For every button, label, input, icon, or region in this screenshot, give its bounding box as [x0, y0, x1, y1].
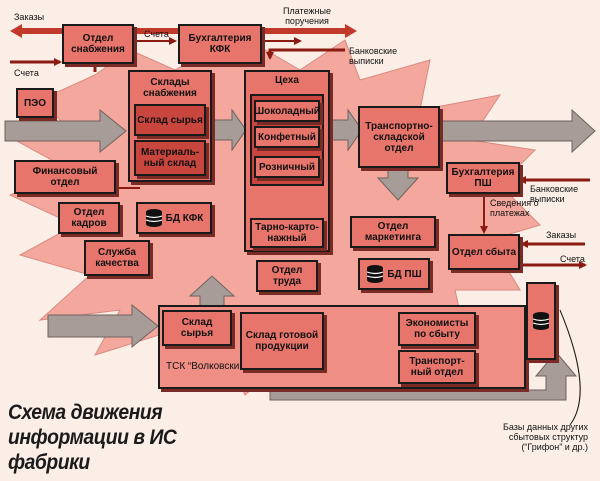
otdel-truda-label: Отдел труда [271, 265, 303, 287]
otdel-kadrov-label: Отдел кадров [71, 207, 107, 229]
materialny-sklad-box[interactable]: Материаль-ный склад [134, 140, 206, 176]
label-scheta-right: Счета [560, 254, 585, 264]
database-icon [532, 312, 550, 330]
tsk-volkovsky-label: ТСК “Волковский” [166, 361, 249, 372]
transportny-otdel-label: Транспорт-ный отдел [409, 356, 465, 378]
otdel-sbyta-label: Отдел сбыта [451, 246, 517, 258]
konfetny-label: Конфетный [258, 131, 316, 143]
sklad-syrya-bottom-box[interactable]: Склад сырья [162, 310, 232, 346]
arrow-bank-top [266, 48, 345, 60]
label-zakazy-top: Заказы [14, 12, 45, 22]
otdel-snabzheniya-label: Отдел снабжения [71, 33, 125, 55]
bd-psh-box[interactable]: БД ПШ [358, 258, 430, 290]
diagram-title: Схема движения информации в ИС фабрики [8, 401, 177, 474]
bd-psh-label: БД ПШ [387, 268, 422, 280]
finansovy-otdel-label: Финансовый отдел [32, 166, 98, 188]
external-db-box[interactable] [526, 282, 556, 360]
label-bankovskie-vypiski-right: Банковские выписки [530, 184, 579, 204]
sklad-gotovoy-produktsii-box[interactable]: Склад готовой продукции [240, 312, 324, 370]
sklady-snabzheniya-label: Склады снабжения [143, 77, 197, 99]
sklad-gotovoy-produktsii-label: Склад готовой продукции [245, 330, 319, 352]
materialny-sklad-label: Материаль-ный склад [140, 147, 200, 169]
label-platezhnye-porucheniya: Платежные поручения [283, 6, 331, 26]
tarno-kartonazhny-box[interactable]: Тарно-карто-нажный [250, 218, 324, 248]
shokoladny-label: Шоколадный [254, 105, 320, 117]
ekonomisty-po-sbytu-label: Экономисты по сбыту [405, 318, 469, 340]
label-scheta-left: Счета [14, 68, 39, 78]
otdel-kadrov-box[interactable]: Отдел кадров [58, 202, 120, 234]
otdel-sbyta-box[interactable]: Отдел сбыта [448, 234, 520, 270]
database-icon [367, 265, 384, 283]
label-bazy-dannyh: Базы данных других сбытовых структур (“Г… [502, 422, 588, 452]
tseha-label: Цеха [275, 75, 299, 86]
otdel-snabzheniya-box[interactable]: Отдел снабжения [62, 24, 134, 64]
buhgalteriya-psh-box[interactable]: Бухгалтерия ПШ [446, 162, 520, 194]
ekonomisty-po-sbytu-box[interactable]: Экономисты по сбыту [398, 312, 476, 346]
sklad-syrya-top-label: Склад сырья [137, 114, 203, 126]
buhgalteriya-kfk-label: Бухгалтерия КФК [188, 33, 252, 55]
transportno-skladskoy-box[interactable]: Транспортно-складской отдел [358, 106, 440, 168]
buhgalteriya-psh-label: Бухгалтерия ПШ [451, 167, 515, 189]
label-svedeniya-o-platezhah: Сведения о платежах [490, 198, 539, 218]
transportno-skladskoy-label: Транспортно-складской отдел [365, 120, 433, 154]
tarno-kartonazhny-label: Тарно-карто-нажный [255, 222, 319, 244]
otdel-marketinga-box[interactable]: Отдел маркетинга [350, 216, 436, 248]
label-scheta-top: Счета [144, 29, 169, 39]
sluzhba-kachestva-box[interactable]: Служба качества [84, 240, 150, 276]
finansovy-otdel-box[interactable]: Финансовый отдел [14, 160, 116, 194]
label-zakazy-right: Заказы [546, 230, 577, 240]
sluzhba-kachestva-label: Служба качества [95, 247, 139, 269]
label-bankovskie-vypiski-top: Банковские выписки [349, 46, 398, 66]
bd-kfk-box[interactable]: БД КФК [136, 202, 212, 234]
transportny-otdel-box[interactable]: Транспорт-ный отдел [398, 350, 476, 384]
peo-box[interactable]: ПЭО [16, 88, 54, 118]
otdel-marketinga-label: Отдел маркетинга [364, 221, 422, 243]
peo-label: ПЭО [23, 97, 47, 109]
shokoladny-box[interactable]: Шоколадный [254, 100, 320, 122]
roznichny-label: Розничный [258, 161, 316, 173]
sklad-syrya-bottom-label: Склад сырья [180, 317, 214, 339]
konfetny-box[interactable]: Конфетный [254, 126, 320, 148]
otdel-truda-box[interactable]: Отдел труда [256, 260, 318, 292]
arrow-main-flow [4, 108, 596, 401]
sklad-syrya-top-box[interactable]: Склад сырья [134, 104, 206, 136]
arrow-db-external [559, 309, 581, 426]
bd-kfk-label: БД КФК [165, 212, 204, 224]
database-icon [145, 209, 162, 227]
roznichny-box[interactable]: Розничный [254, 156, 320, 178]
buhgalteriya-kfk-box[interactable]: Бухгалтерия КФК [178, 24, 262, 64]
